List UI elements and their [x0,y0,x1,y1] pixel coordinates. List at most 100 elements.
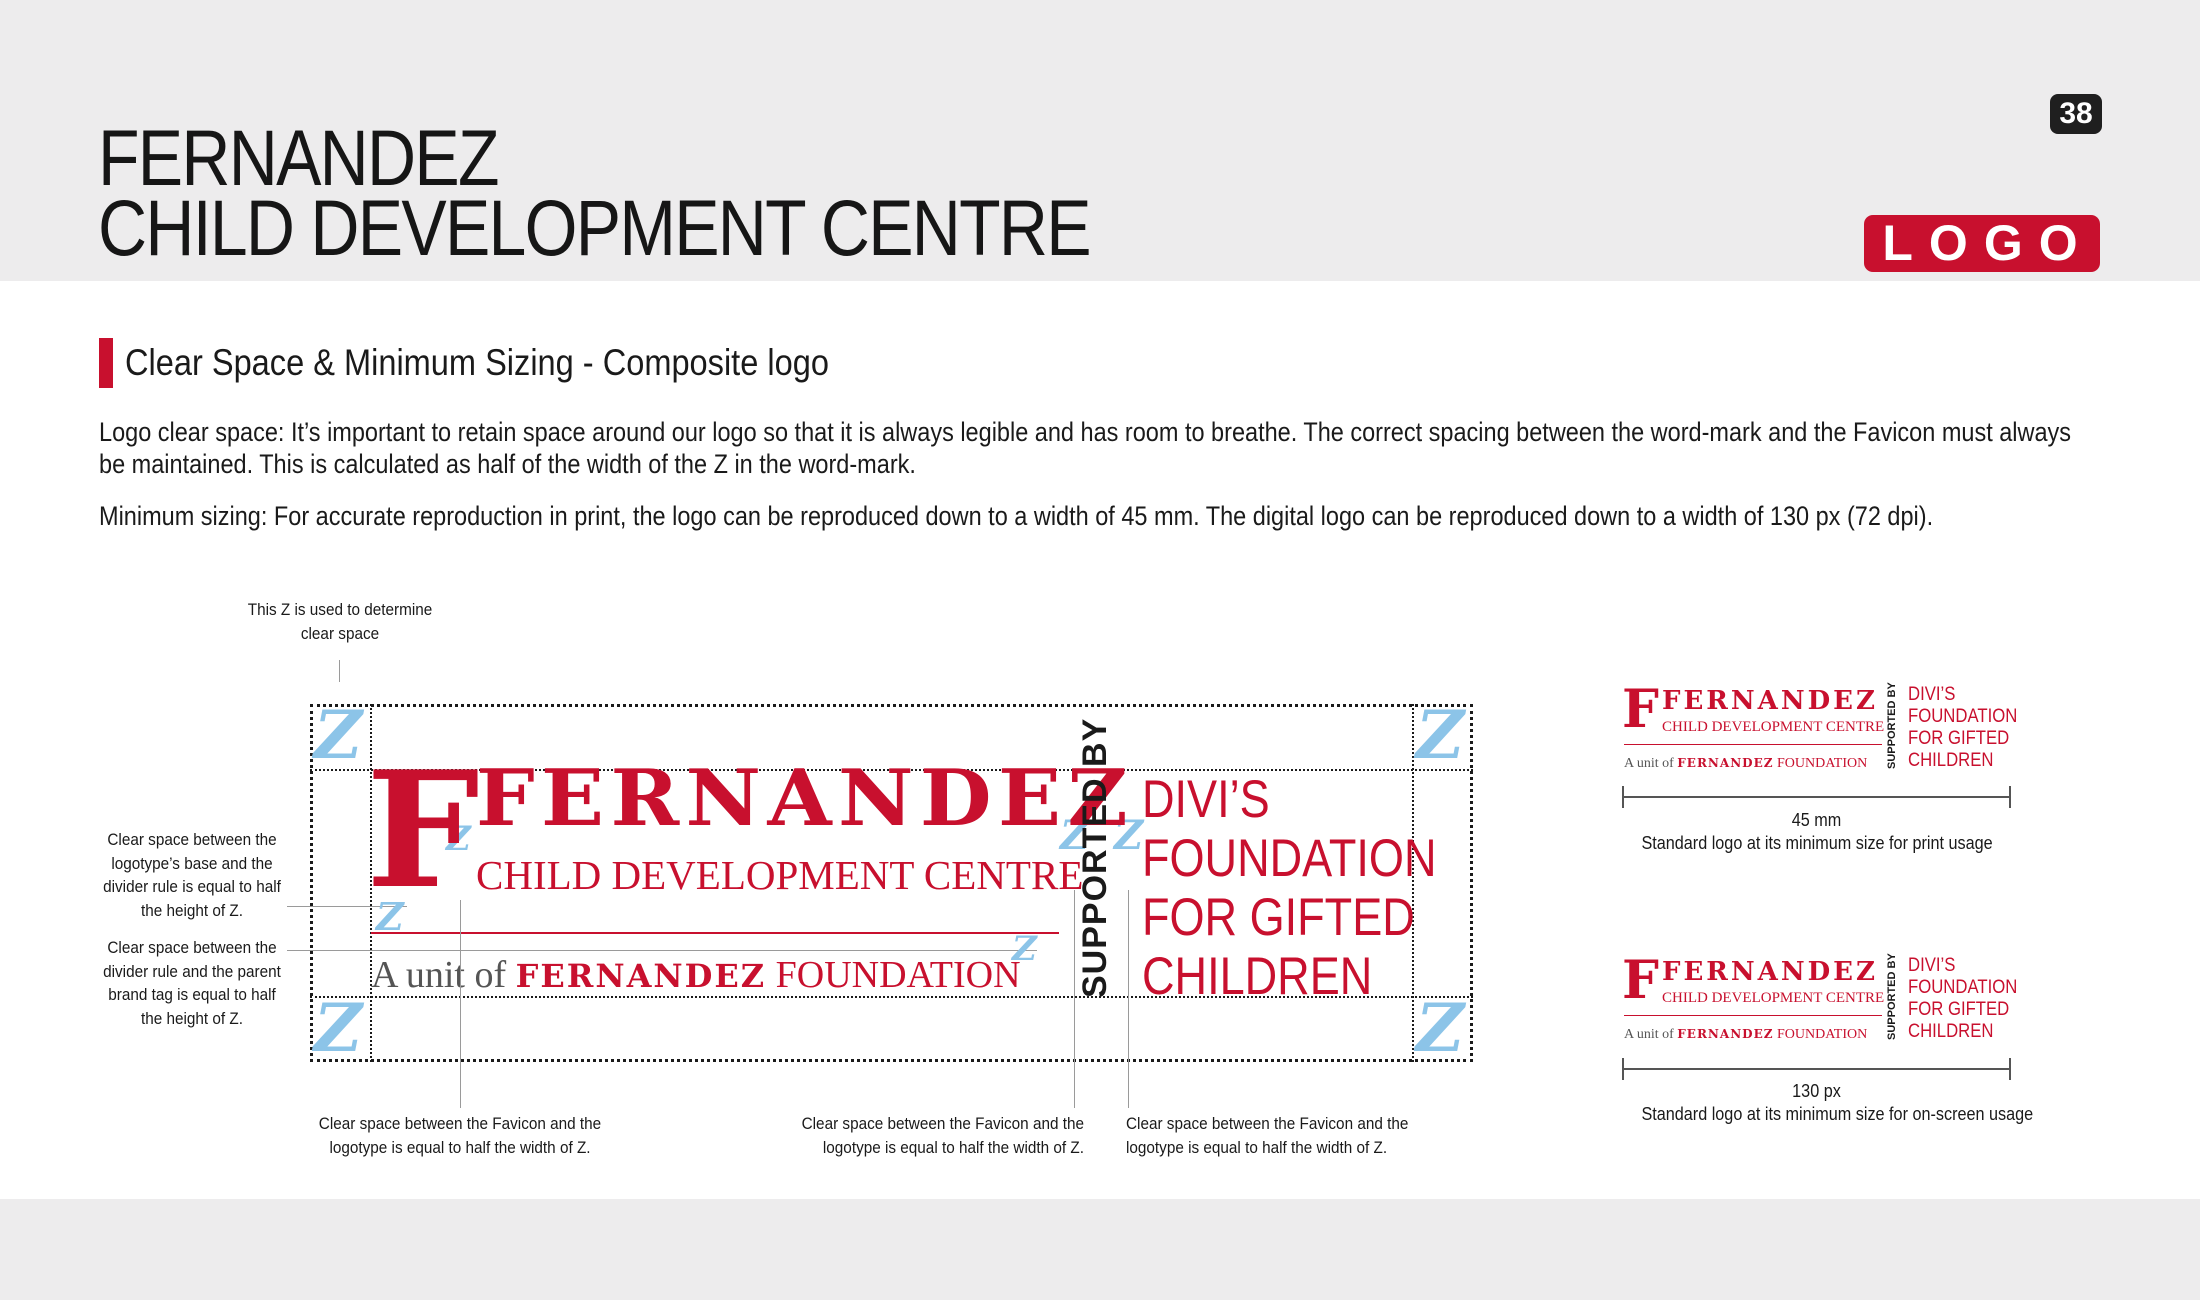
unit-prefix: A unit of [1624,756,1678,771]
page-number-badge: 38 [2050,94,2102,134]
clear-space-guide-bottom [310,996,1473,998]
note-line: brand tag is equal to half [108,985,276,1004]
unit-prefix: A unit of [371,954,516,996]
clear-space-guide-right [1412,704,1414,1062]
partner-line: CHILDREN [1908,750,1994,771]
unit-brand: FERNANDEZ [1677,1027,1774,1041]
unit-prefix: A unit of [1624,1027,1678,1042]
section-tag: LOGO [1864,215,2100,272]
unit-brand: FERNANDEZ [1677,756,1774,770]
measure-line [1622,796,2011,798]
subheading-accent-bar [99,338,113,388]
partner-line: FOUNDATION [1908,977,2018,998]
clear-space-guide-top [310,769,1473,771]
unit-brand: FERNANDEZ [515,957,767,995]
measure-tick-right [2009,1058,2011,1080]
note-line: logotype is equal to half the width of Z… [822,1138,1084,1157]
supported-by-label: SUPPORTED BY [1886,953,1898,1040]
screen-width-measure [1622,1058,2011,1080]
partner-line: FOR GIFTED [1908,999,2010,1020]
z-note-pointer [339,660,340,682]
partner-line: FOUNDATION [1142,829,1437,888]
logo-favicon: F [1622,950,1659,1011]
clear-space-z-top-left: Z [314,696,363,774]
clear-space-z-favicon-base: Z [376,894,404,939]
supported-by-label: SUPPORTED BY [1886,682,1898,769]
note-line: divider rule is equal to half [103,877,281,896]
print-min-size: 45 mm [1791,810,1842,830]
logo-parent-brand-tag: A unit of FERNANDEZ FOUNDATION [371,956,1021,994]
clear-space-z-favicon-gap: Z [446,819,471,859]
note-line: logotype’s base and the [111,853,273,873]
title-line-1: FERNANDEZ [98,113,499,202]
measure-tick-right [2009,786,2011,808]
logo-favicon: F [1622,679,1659,740]
note-line: divider rule and the parent [103,961,281,981]
print-min-size-caption: Standard logo at its minimum size for pr… [1641,833,1993,853]
note-line: logotype is equal to half the width of Z… [1126,1138,1388,1157]
logo-subline: CHILD DEVELOPMENT CENTRE [476,852,1084,898]
footer-band [0,1199,2200,1300]
favicon-clear-space-note-2: Clear space between the Favicon and the … [796,1112,1084,1160]
clear-space-z-top-right: Z [1416,696,1465,774]
note-line: Clear space between the Favicon and the [318,1114,602,1133]
logo-wordmark: FERNANDEZ [1662,957,1878,987]
logo-subline: CHILD DEVELOPMENT CENTRE [1662,990,1885,1006]
measure-tick-left [1622,786,1624,808]
min-size-screen-logo: F FERNANDEZ CHILD DEVELOPMENT CENTRE A u… [1622,950,2042,1065]
partner-line: DIVI’S [1908,684,1956,705]
clear-space-z-bottom-left: Z [314,989,363,1067]
partner-line: FOR GIFTED [1142,888,1415,947]
logo-favicon: F [366,736,480,924]
logo-parent-brand-tag: A unit of FERNANDEZ FOUNDATION [1624,1028,1867,1042]
subheading: Clear Space & Minimum Sizing - Composite… [125,342,829,383]
minimum-sizing-paragraph: Minimum sizing: For accurate reproductio… [99,501,1934,531]
clear-space-z-bottom-right: Z [1416,989,1465,1067]
partner-line: CHILDREN [1142,947,1373,1006]
note-line: logotype is equal to half the width of Z… [329,1138,591,1157]
partner-name: DIVI’S FOUNDATION FOR GIFTED CHILDREN [1908,684,2017,772]
divider-clear-space-note: Clear space between the divider rule and… [97,936,288,1030]
note-line: the height of Z. [140,1008,244,1028]
note-line: Clear space between the [107,938,277,957]
clear-space-paragraph: Logo clear space: It’s important to reta… [99,417,2072,479]
logo-divider-rule [1624,1015,1882,1016]
z-note-line: This Z is used to determine [247,600,433,619]
partner-line: DIVI’S [1142,770,1270,829]
base-clear-space-note: Clear space between the logotype’s base … [97,828,288,922]
page-title: FERNANDEZ CHILD DEVELOPMENT CENTRE [98,113,1092,272]
clear-space-z-rule-gap: Z [1012,929,1037,969]
clear-space-z-supported-right: Z [1114,812,1144,859]
unit-suffix: FOUNDATION [1773,756,1868,771]
screen-min-size: 130 px [1792,1081,1841,1101]
favicon-clear-space-note-3: Clear space between the Favicon and the … [1126,1112,1414,1160]
clear-space-z-supported-left: Z [1060,812,1090,859]
measure-tick-left [1622,1058,1624,1080]
note-line: the height of Z. [140,900,244,920]
unit-suffix: FOUNDATION [1773,1027,1868,1042]
measure-line [1622,1068,2011,1070]
logo-divider-rule [371,932,1059,934]
header-band [0,0,2200,281]
supported-by-label: SUPPORTED BY [1076,717,1114,998]
unit-suffix: FOUNDATION [766,954,1021,996]
logo-subline: CHILD DEVELOPMENT CENTRE [1662,719,1885,735]
partner-name: DIVI’S FOUNDATION FOR GIFTED CHILDREN [1908,955,2017,1043]
logo-divider-rule [1624,744,1882,745]
screen-min-size-caption: Standard logo at its minimum size for on… [1641,1104,2034,1124]
divider-note-pointer [287,950,1037,951]
favicon-note-pointer-2 [1074,890,1075,1108]
logo-wordmark: FERNANDEZ [476,753,1135,844]
partner-line: CHILDREN [1908,1021,1994,1042]
partner-line: FOUNDATION [1908,706,2018,727]
title-line-2: CHILD DEVELOPMENT CENTRE [98,183,1092,272]
base-note-pointer [287,906,407,907]
logo-wordmark: FERNANDEZ [1662,686,1878,716]
clear-space-guide-left [370,704,372,1062]
print-width-measure [1622,786,2011,808]
favicon-clear-space-note-1: Clear space between the Favicon and the … [316,1112,604,1160]
z-note-line: clear space [300,624,380,643]
logo-parent-brand-tag: A unit of FERNANDEZ FOUNDATION [1624,757,1867,771]
partner-name: DIVI’S FOUNDATION FOR GIFTED CHILDREN [1142,770,1436,1006]
clear-space-frame [310,704,1473,1062]
